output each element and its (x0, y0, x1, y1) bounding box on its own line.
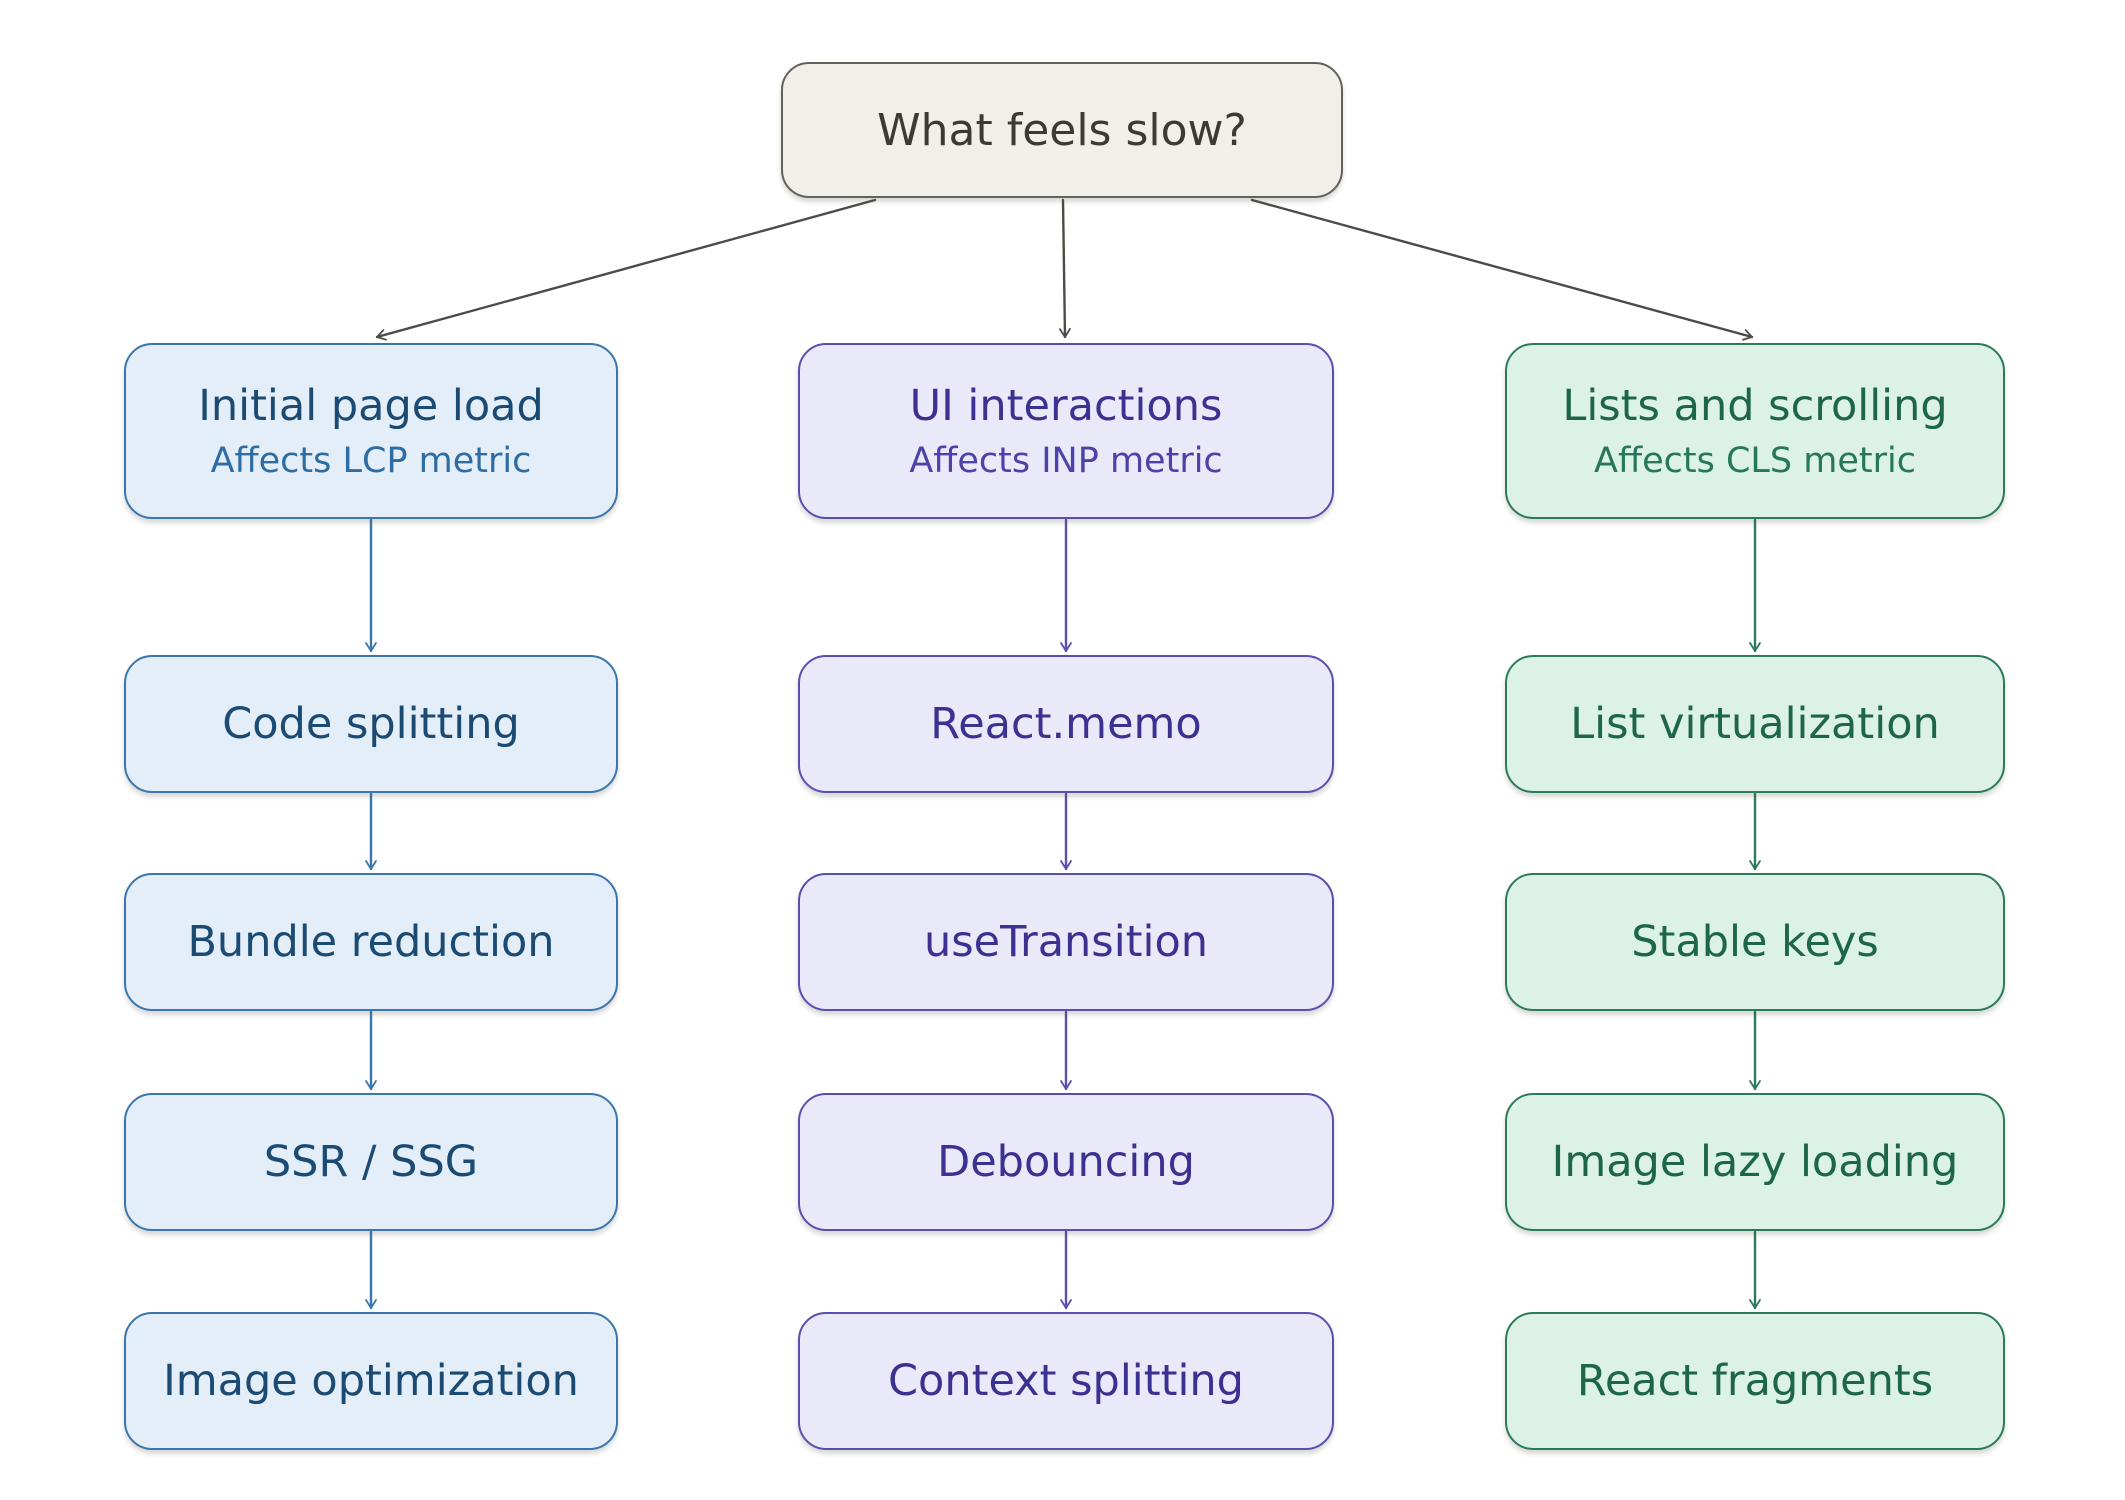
node-image-lazy-loading-label: Image lazy loading (1551, 1137, 1959, 1187)
node-react-memo: React.memo (798, 655, 1334, 793)
node-code-splitting-label: Code splitting (222, 699, 520, 749)
node-ssr-ssg-label: SSR / SSG (263, 1137, 479, 1187)
node-lists-and-scrolling-subtitle: Affects CLS metric (1594, 441, 1916, 481)
node-bundle-reduction-label: Bundle reduction (187, 917, 555, 967)
node-bundle-reduction: Bundle reduction (124, 873, 618, 1011)
node-root-question-label: What feels slow? (877, 104, 1247, 156)
node-ui-interactions-subtitle: Affects INP metric (909, 441, 1223, 481)
node-lists-and-scrolling: Lists and scrolling Affects CLS metric (1505, 343, 2005, 519)
node-initial-page-load: Initial page load Affects LCP metric (124, 343, 618, 519)
node-ui-interactions: UI interactions Affects INP metric (798, 343, 1334, 519)
node-image-optimization: Image optimization (124, 1312, 618, 1450)
node-debouncing-label: Debouncing (937, 1137, 1195, 1187)
arrow-root-to-col2 (1058, 198, 1071, 339)
node-stable-keys-label: Stable keys (1631, 917, 1879, 967)
node-react-fragments: React fragments (1505, 1312, 2005, 1450)
node-usetransition: useTransition (798, 873, 1334, 1011)
node-context-splitting: Context splitting (798, 1312, 1334, 1450)
node-initial-page-load-subtitle: Affects LCP metric (210, 441, 532, 481)
node-initial-page-load-title: Initial page load (198, 381, 544, 431)
node-react-fragments-label: React fragments (1576, 1356, 1934, 1406)
node-image-optimization-label: Image optimization (163, 1356, 579, 1406)
arrow-root-to-col1 (375, 198, 877, 341)
node-list-virtualization-label: List virtualization (1570, 699, 1940, 749)
node-ui-interactions-title: UI interactions (909, 381, 1223, 431)
node-debouncing: Debouncing (798, 1093, 1334, 1231)
node-lists-and-scrolling-title: Lists and scrolling (1562, 381, 1948, 431)
node-react-memo-label: React.memo (930, 699, 1202, 749)
arrow-root-to-col3 (1250, 198, 1754, 341)
node-code-splitting: Code splitting (124, 655, 618, 793)
node-stable-keys: Stable keys (1505, 873, 2005, 1011)
node-root-question: What feels slow? (781, 62, 1343, 198)
node-ssr-ssg: SSR / SSG (124, 1093, 618, 1231)
node-usetransition-label: useTransition (923, 917, 1209, 967)
node-context-splitting-label: Context splitting (888, 1356, 1244, 1406)
node-image-lazy-loading: Image lazy loading (1505, 1093, 2005, 1231)
node-list-virtualization: List virtualization (1505, 655, 2005, 793)
